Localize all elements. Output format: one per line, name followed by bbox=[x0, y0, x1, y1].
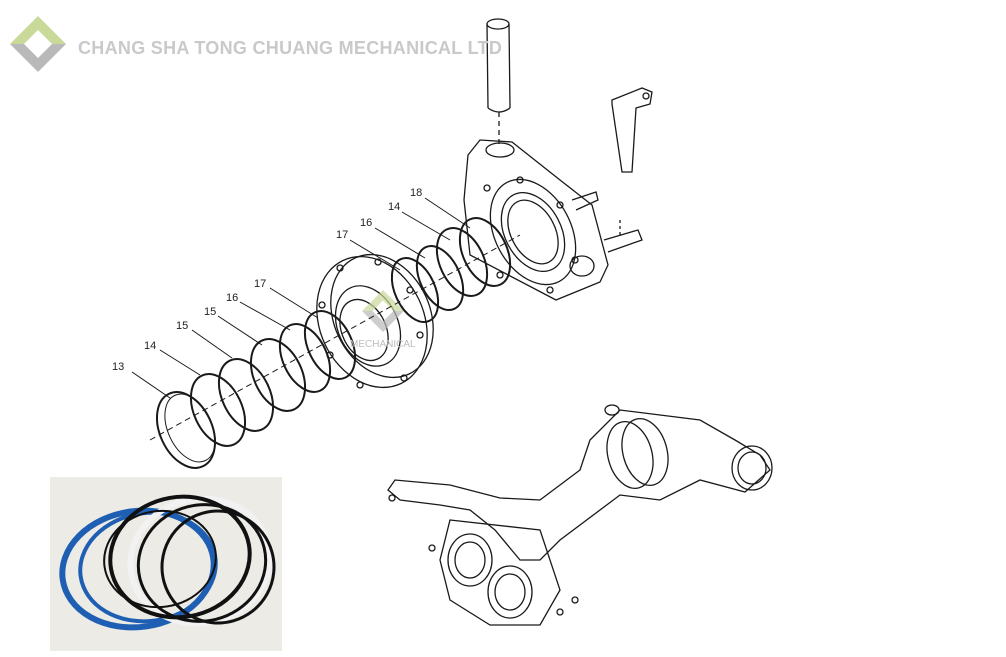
seal-rings bbox=[149, 217, 521, 469]
callout-15: 15 bbox=[176, 320, 188, 332]
housing-bracket bbox=[463, 139, 643, 301]
callout-17: 17 bbox=[336, 229, 348, 241]
callout-14: 14 bbox=[144, 340, 156, 352]
callout-18: 18 bbox=[410, 187, 422, 199]
leader-lines bbox=[131, 197, 471, 399]
center-logo-icon bbox=[362, 290, 404, 332]
callout-13: 13 bbox=[112, 361, 124, 373]
callout-16: 16 bbox=[360, 217, 372, 229]
seal-kit-photo bbox=[50, 477, 282, 651]
boom-assembly bbox=[387, 404, 773, 626]
company-logo-icon bbox=[10, 16, 66, 72]
callout-14: 14 bbox=[388, 201, 400, 213]
company-watermark-text: CHANG SHA TONG CHUANG MECHANICAL LTD bbox=[78, 38, 503, 58]
pin-rod bbox=[486, 18, 511, 145]
callout-labels: 13 14 15 15 16 17 17 16 14 18 bbox=[112, 187, 422, 373]
lever-arm bbox=[611, 87, 653, 173]
center-watermark-text: MECHANICAL bbox=[350, 339, 416, 350]
callout-16: 16 bbox=[226, 292, 238, 304]
callout-17: 17 bbox=[254, 278, 266, 290]
callout-15: 15 bbox=[204, 306, 216, 318]
